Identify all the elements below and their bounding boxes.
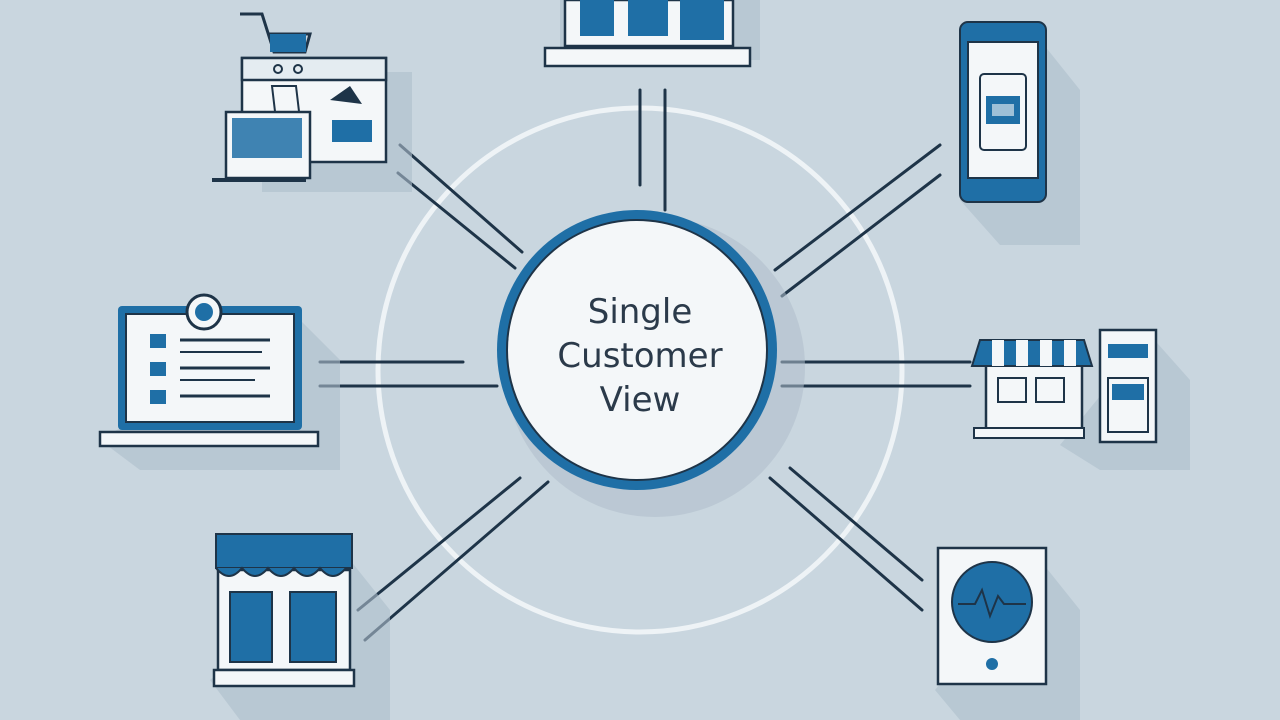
spoke-ecommerce-2 — [396, 171, 517, 270]
spoke-ecommerce — [398, 143, 524, 254]
mobile-phone-icon — [959, 21, 1080, 245]
spoke-shop-2 — [363, 480, 550, 642]
shopping-cart-desktop-icon — [212, 12, 412, 192]
hub-label-line-3: View — [599, 380, 681, 420]
shop-awning-icon — [210, 533, 390, 720]
spokes — [318, 88, 972, 642]
spoke-mobile-2 — [780, 173, 942, 298]
retail-store-kiosk-icon — [970, 328, 1190, 470]
hub-label-line-1: Single — [587, 292, 693, 332]
laptop-form-icon — [98, 293, 340, 470]
smart-device-icon — [935, 546, 1080, 720]
spoke-shop — [356, 476, 522, 612]
spoke-smart-device — [768, 476, 924, 612]
hub-label: Single Customer View — [520, 290, 760, 422]
hub-circle — [497, 210, 805, 517]
spoke-smart-device-2 — [788, 466, 924, 582]
spoke-mobile — [773, 143, 942, 272]
hub-label-line-2: Customer — [557, 336, 723, 376]
storefront-icon — [543, 0, 760, 68]
